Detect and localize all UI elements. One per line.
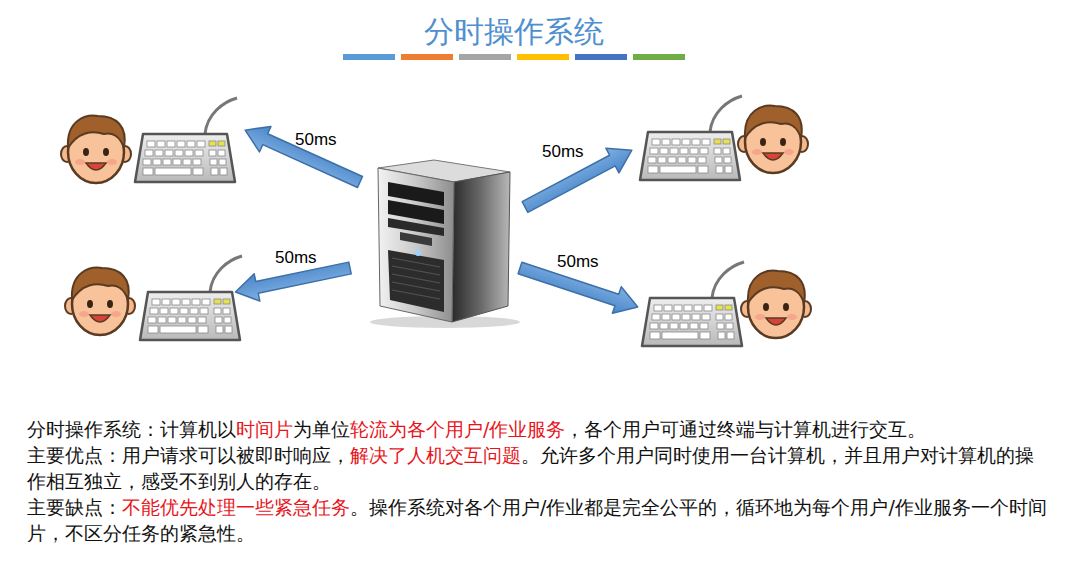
description-paragraph: 主要缺点：不能优先处理一些紧急任务。操作系统对各个用户/作业都是完全公平的，循环… bbox=[27, 494, 1052, 546]
body-text: 主要优点：用户请求可以被即时响应， bbox=[27, 444, 350, 466]
description-paragraph: 分时操作系统：计算机以时间片为单位轮流为各个用户/作业服务，各个用户可通过终端与… bbox=[27, 416, 1052, 442]
server-tower bbox=[370, 160, 520, 328]
time-slice-label: 50ms bbox=[295, 130, 337, 150]
description-paragraph: 主要优点：用户请求可以被即时响应，解决了人机交互问题。允许多个用户同时使用一台计… bbox=[27, 442, 1052, 494]
body-text: 为单位 bbox=[293, 418, 350, 440]
highlight-text: 不能优先处理一些紧急任务 bbox=[122, 496, 350, 518]
body-text: 主要缺点： bbox=[27, 496, 122, 518]
title-bars bbox=[343, 54, 685, 60]
time-slice-label: 50ms bbox=[542, 142, 584, 162]
highlight-text: 解决了人机交互问题 bbox=[350, 444, 521, 466]
highlight-text: 时间片 bbox=[236, 418, 293, 440]
body-text: 分时操作系统：计算机以 bbox=[27, 418, 236, 440]
time-slice-label: 50ms bbox=[275, 248, 317, 268]
body-text: ，各个用户可通过终端与计算机进行交互。 bbox=[565, 418, 926, 440]
arrows bbox=[233, 117, 643, 320]
time-slice-label: 50ms bbox=[557, 252, 599, 272]
highlight-text: 轮流为各个用户/作业服务 bbox=[350, 418, 565, 440]
page-title: 分时操作系统 bbox=[424, 12, 604, 53]
users bbox=[61, 96, 811, 346]
